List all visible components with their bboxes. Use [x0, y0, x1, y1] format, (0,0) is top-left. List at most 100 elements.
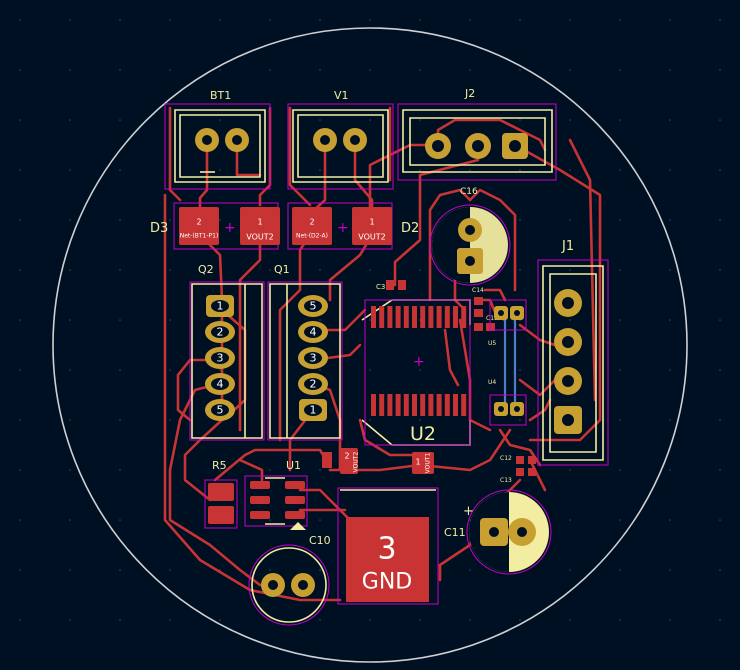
u2-pad[interactable] — [436, 394, 442, 416]
grid-dot — [19, 469, 21, 471]
u2-pad[interactable] — [436, 306, 442, 328]
grid-dot — [569, 219, 571, 221]
grid-dot — [19, 69, 21, 71]
grid-dot — [19, 519, 21, 521]
capacitor-c16[interactable] — [429, 204, 511, 286]
gnd-pad-number: 3 — [377, 532, 396, 567]
grid-dot — [469, 69, 471, 71]
grid-dot — [319, 619, 321, 621]
u2-pad[interactable] — [395, 394, 401, 416]
grid-dot — [669, 19, 671, 21]
d2-plus-mark: + — [337, 220, 349, 236]
u2-pad[interactable] — [387, 306, 393, 328]
capacitor-c13[interactable] — [516, 468, 536, 476]
grid-dot — [169, 319, 171, 321]
u2-pad[interactable] — [379, 394, 385, 416]
capacitor-c14[interactable] — [474, 297, 483, 317]
q1-pin-drill — [304, 378, 322, 390]
u2-pad[interactable] — [387, 394, 393, 416]
grid-dot — [669, 369, 671, 371]
u2-pad[interactable] — [420, 394, 426, 416]
grid-dot — [719, 119, 721, 121]
grid-dot — [219, 69, 221, 71]
capacitor-c11[interactable] — [466, 489, 552, 575]
u2-pad[interactable] — [428, 394, 434, 416]
grid-dot — [169, 69, 171, 71]
u2-pad[interactable] — [379, 306, 385, 328]
connector-j2[interactable] — [397, 103, 557, 181]
ic-u1[interactable] — [244, 475, 308, 530]
grid-dot — [569, 569, 571, 571]
ref-c13: C13 — [500, 477, 512, 484]
grid-dot — [19, 169, 21, 171]
u2-pad[interactable] — [444, 306, 450, 328]
d2-pad2-number: 2 — [309, 218, 314, 227]
grid-dot — [119, 119, 121, 121]
grid-dot — [69, 569, 71, 571]
grid-dot — [169, 19, 171, 21]
resistor-r5[interactable] — [204, 479, 238, 529]
u2-pad[interactable] — [403, 306, 409, 328]
smd-pad-vout1[interactable]: 1 VOUT1 — [412, 452, 434, 474]
ref-j1: J1 — [561, 239, 574, 254]
grid-dot — [619, 69, 621, 71]
diode-d2[interactable]: 2 Net-(D2-A) 1 VOUT2 + — [287, 202, 393, 250]
header-u5[interactable] — [489, 299, 527, 331]
capacitor-c12[interactable] — [516, 456, 536, 464]
grid-dot — [569, 619, 571, 621]
gnd-pad-3[interactable]: 3 GND — [337, 487, 439, 605]
u2-pad[interactable] — [371, 394, 376, 416]
grid-dot — [619, 169, 621, 171]
grid-dot — [319, 369, 321, 371]
smd-pad-small[interactable] — [322, 452, 332, 468]
grid-dot — [319, 469, 321, 471]
grid-dot — [219, 619, 221, 621]
grid-dot — [319, 119, 321, 121]
grid-dot — [619, 319, 621, 321]
u2-pad[interactable] — [412, 306, 417, 328]
grid-dot — [519, 219, 521, 221]
grid-dot — [719, 519, 721, 521]
grid-dot — [119, 319, 121, 321]
u2-pad[interactable] — [371, 306, 376, 328]
grid-dot — [369, 19, 371, 21]
u2-pad[interactable] — [428, 306, 434, 328]
diode-d3[interactable]: 2 Net-(BT1-P1) 1 VOUT2 + — [173, 202, 280, 250]
battery-connector-bt1[interactable] — [164, 103, 271, 190]
ref-c14: C14 — [472, 287, 484, 294]
u2-pad[interactable] — [420, 306, 426, 328]
capacitor-c3[interactable] — [386, 280, 406, 290]
grid-dot — [569, 469, 571, 471]
grid-dot — [119, 519, 121, 521]
header-u4[interactable] — [489, 394, 527, 426]
grid-dot — [369, 419, 371, 421]
u2-pad[interactable] — [412, 394, 417, 416]
grid-dot — [219, 19, 221, 21]
u2-pad[interactable] — [453, 394, 458, 416]
capacitor-c10[interactable] — [248, 544, 330, 626]
grid-dot — [719, 469, 721, 471]
d2-pad2-net: Net-(D2-A) — [296, 233, 328, 240]
grid-dot — [419, 269, 421, 271]
u2-pad[interactable] — [403, 394, 409, 416]
ic-u2[interactable]: + — [361, 299, 471, 446]
connector-j1[interactable] — [537, 259, 609, 466]
smd-pad-vout2[interactable]: 2 VOUT2 — [340, 448, 360, 474]
grid-dot — [669, 319, 671, 321]
grid-dot — [119, 569, 121, 571]
grid-dot — [519, 369, 521, 371]
u2-pad[interactable] — [461, 394, 467, 416]
q1-pin-drill — [304, 404, 322, 416]
u2-pad[interactable] — [444, 394, 450, 416]
u2-pad[interactable] — [461, 306, 467, 328]
grid-dot — [619, 19, 621, 21]
connector-v1[interactable] — [287, 103, 394, 190]
u2-pad[interactable] — [453, 306, 458, 328]
grid-dot — [69, 419, 71, 421]
u2-pad[interactable] — [395, 306, 401, 328]
ref-q1: Q1 — [274, 263, 290, 276]
grid-dot — [619, 619, 621, 621]
grid-dot — [469, 519, 471, 521]
